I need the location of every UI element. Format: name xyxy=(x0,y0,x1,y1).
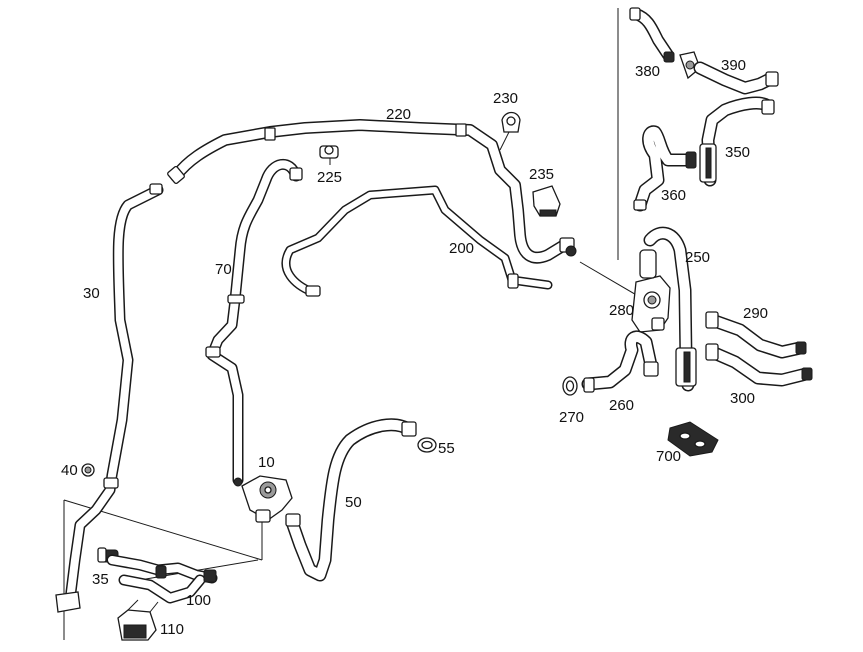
callout-350: 350 xyxy=(725,144,751,161)
hose-390 xyxy=(679,51,779,95)
hose-360 xyxy=(633,125,697,212)
callout-35: 35 xyxy=(92,571,109,588)
callout-55: 55 xyxy=(438,440,455,457)
bracket-110 xyxy=(117,599,159,641)
hose-70 xyxy=(205,159,303,486)
leader-lines xyxy=(63,8,646,640)
callout-270: 270 xyxy=(559,409,585,426)
callout-50: 50 xyxy=(345,494,362,511)
clip-40 xyxy=(81,463,95,477)
callout-700: 700 xyxy=(656,448,682,465)
callout-110: 110 xyxy=(160,621,184,638)
hose-300 xyxy=(705,343,813,387)
callout-30: 30 xyxy=(83,285,100,302)
callout-40: 40 xyxy=(61,462,78,479)
callout-200: 200 xyxy=(449,240,475,257)
callout-280: 280 xyxy=(609,302,635,319)
callout-100: 100 xyxy=(186,592,212,609)
callout-70: 70 xyxy=(215,261,232,278)
callout-390: 390 xyxy=(721,57,747,74)
callout-225: 225 xyxy=(317,169,343,186)
hose-380 xyxy=(629,7,675,63)
callout-250: 250 xyxy=(685,249,711,266)
hose-30 xyxy=(55,183,164,613)
clamp-270 xyxy=(562,376,578,396)
callout-380: 380 xyxy=(635,63,661,80)
bracket-235 xyxy=(532,185,561,217)
clamp-230 xyxy=(501,111,521,133)
callout-360: 360 xyxy=(661,187,687,204)
hose-290 xyxy=(705,311,807,359)
callout-235: 235 xyxy=(529,166,555,183)
hose-350 xyxy=(699,96,775,187)
clamp-55 xyxy=(417,437,437,453)
hose-50 xyxy=(285,418,417,582)
valve-280 xyxy=(631,249,671,333)
callout-220: 220 xyxy=(386,106,412,123)
callout-260: 260 xyxy=(609,397,635,414)
callout-290: 290 xyxy=(743,305,769,322)
callout-300: 300 xyxy=(730,390,756,407)
callout-10: 10 xyxy=(258,454,275,471)
seal-700 xyxy=(667,421,719,457)
hose-250 xyxy=(643,226,697,392)
hose-260 xyxy=(581,330,659,393)
hose-100 xyxy=(106,554,218,604)
callout-230: 230 xyxy=(493,90,519,107)
hose-220 xyxy=(167,119,577,264)
hose-200 xyxy=(281,185,553,297)
clip-225 xyxy=(319,145,339,159)
pump-10 xyxy=(233,475,293,523)
